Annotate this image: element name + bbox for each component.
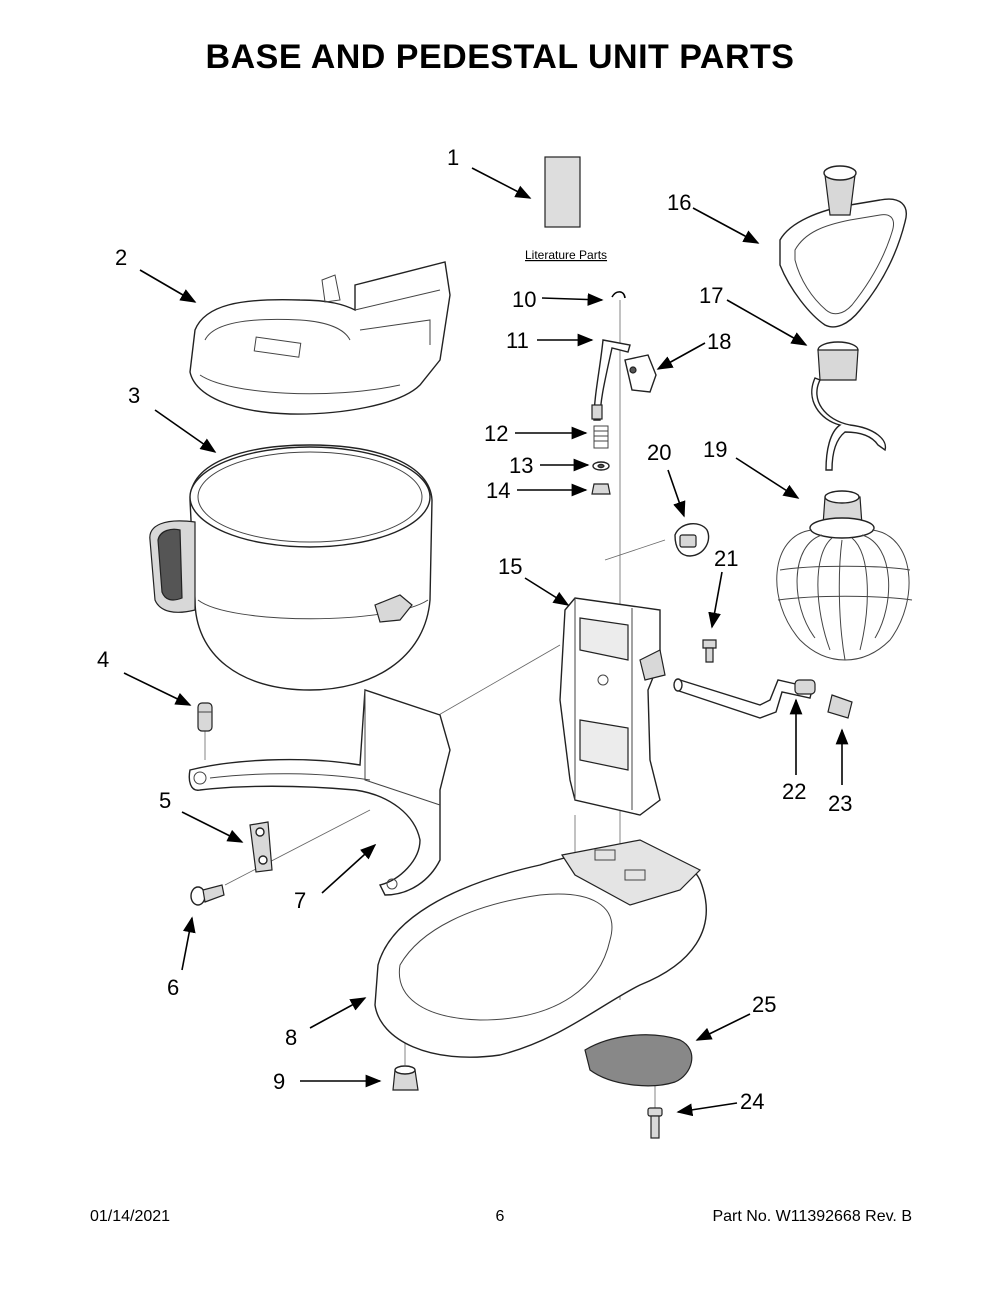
callout-2: 2 [115,245,127,270]
flat-beater-part [779,165,907,328]
bowl-lift-bracket-part [188,689,451,896]
callout-8: 8 [285,1025,297,1050]
base-pad-part [584,1034,693,1087]
rod-part [591,339,631,421]
callout-9: 9 [273,1069,285,1094]
footer-date: 01/14/2021 [90,1208,171,1225]
pouring-shield-part [189,261,451,415]
small-screw-part [702,639,717,663]
crank-cap-part [827,694,853,719]
callout-5: 5 [159,788,171,813]
foot-part [392,1065,419,1091]
callout-18: 18 [707,329,731,354]
washer-part [592,461,610,471]
callout-24: 24 [740,1089,764,1114]
callout-10: 10 [512,287,536,312]
callout-13: 13 [509,453,533,478]
callout-14: 14 [486,478,510,503]
callout-12: 12 [484,421,508,446]
callout-23: 23 [828,791,852,816]
footer-page-number: 6 [495,1208,505,1225]
retaining-clip-part [611,291,626,299]
crank-handle-part [673,678,816,719]
callout-3: 3 [128,383,140,408]
callout-17: 17 [699,283,723,308]
callout-6: 6 [167,975,179,1000]
callout-25: 25 [752,992,776,1017]
bolt-part [647,1107,663,1139]
callout-21: 21 [714,546,738,571]
nut-part [591,483,611,495]
callout-7: 7 [294,888,306,913]
callout-labels: 1 2 3 4 5 6 7 8 9 10 11 12 13 14 15 16 1… [97,145,852,1114]
spring-part [593,425,609,449]
callout-16: 16 [667,190,691,215]
callout-1: 1 [447,145,459,170]
callout-22: 22 [782,779,806,804]
literature-parts: Literature Parts [525,156,607,262]
pedestal-column-part [559,597,666,816]
footer-part-number: Part No. W11392668 Rev. B [712,1208,912,1225]
wire-whip-part [776,490,913,661]
callout-arrows [123,167,849,1117]
callout-4: 4 [97,647,109,672]
page-title: BASE AND PEDESTAL UNIT PARTS [205,38,795,76]
latch-part [624,354,657,393]
callout-19: 19 [703,437,727,462]
clip-part [249,821,273,873]
screw-part [190,884,225,906]
base-part [374,839,707,1058]
pin-part [197,702,213,732]
callout-15: 15 [498,554,522,579]
callout-11: 11 [506,328,529,353]
mixing-bowl-part [149,444,433,691]
dough-hook-part [811,341,887,471]
knob-part [674,523,710,557]
callout-20: 20 [647,440,671,465]
literature-parts-label: Literature Parts [525,248,607,262]
